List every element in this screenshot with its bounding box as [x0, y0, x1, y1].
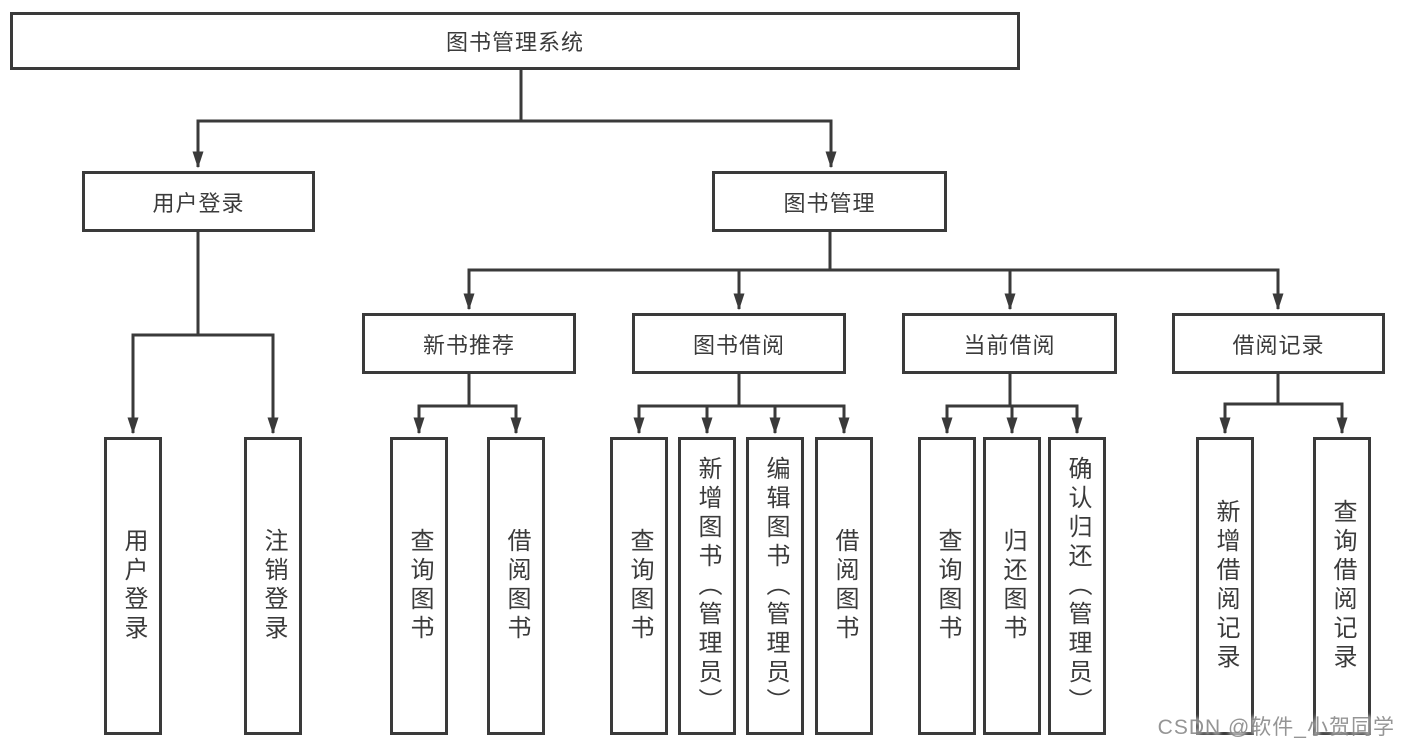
node-label: 借阅记录: [1232, 332, 1325, 358]
leaf-current-query-books: 查询图书: [918, 437, 976, 735]
leaf-label: 归还图书: [999, 528, 1026, 644]
node-book-management: 图书管理: [712, 171, 947, 232]
leaf-logout: 注销登录: [244, 437, 302, 735]
node-label: 用户登录: [152, 190, 245, 216]
node-user-login: 用户登录: [82, 171, 315, 232]
leaf-borrow-query-books: 查询图书: [610, 437, 668, 735]
leaf-borrow-books: 借阅图书: [815, 437, 873, 735]
leaf-label: 确认归还（管理员）: [1064, 455, 1091, 717]
leaf-label: 借阅图书: [831, 528, 858, 644]
node-root-library-system: 图书管理系统: [10, 12, 1020, 70]
node-label: 图书管理: [783, 190, 876, 216]
node-borrow-records: 借阅记录: [1172, 313, 1385, 374]
leaf-confirm-return-admin: 确认归还（管理员）: [1048, 437, 1106, 735]
node-current-borrow: 当前借阅: [902, 313, 1117, 374]
node-book-borrow: 图书借阅: [632, 313, 846, 374]
leaf-label: 查询图书: [406, 528, 433, 644]
node-label: 新书推荐: [422, 332, 515, 358]
leaf-label: 查询图书: [626, 528, 653, 644]
leaf-label: 新增图书（管理员）: [694, 455, 721, 717]
node-label: 当前借阅: [963, 332, 1056, 358]
node-label: 图书管理系统: [445, 30, 584, 55]
leaf-label: 编辑图书（管理员）: [762, 455, 789, 717]
leaf-query-borrow-record: 查询借阅记录: [1313, 437, 1371, 735]
node-new-book-recommend: 新书推荐: [362, 313, 576, 374]
leaf-label: 查询借阅记录: [1329, 499, 1356, 673]
leaf-return-books: 归还图书: [983, 437, 1041, 735]
leaf-label: 用户登录: [120, 528, 147, 644]
leaf-recommend-borrow-books: 借阅图书: [487, 437, 545, 735]
leaf-edit-books-admin: 编辑图书（管理员）: [746, 437, 804, 735]
leaf-label: 借阅图书: [503, 528, 530, 644]
leaf-add-borrow-record: 新增借阅记录: [1196, 437, 1254, 735]
node-label: 图书借阅: [692, 332, 785, 358]
leaf-user-login: 用户登录: [104, 437, 162, 735]
leaf-label: 新增借阅记录: [1212, 499, 1239, 673]
leaf-label: 查询图书: [934, 528, 961, 644]
leaf-add-books-admin: 新增图书（管理员）: [678, 437, 736, 735]
leaf-label: 注销登录: [260, 528, 287, 644]
csdn-watermark: CSDN @软件_小贺同学: [1157, 716, 1395, 739]
leaf-recommend-query-books: 查询图书: [390, 437, 448, 735]
